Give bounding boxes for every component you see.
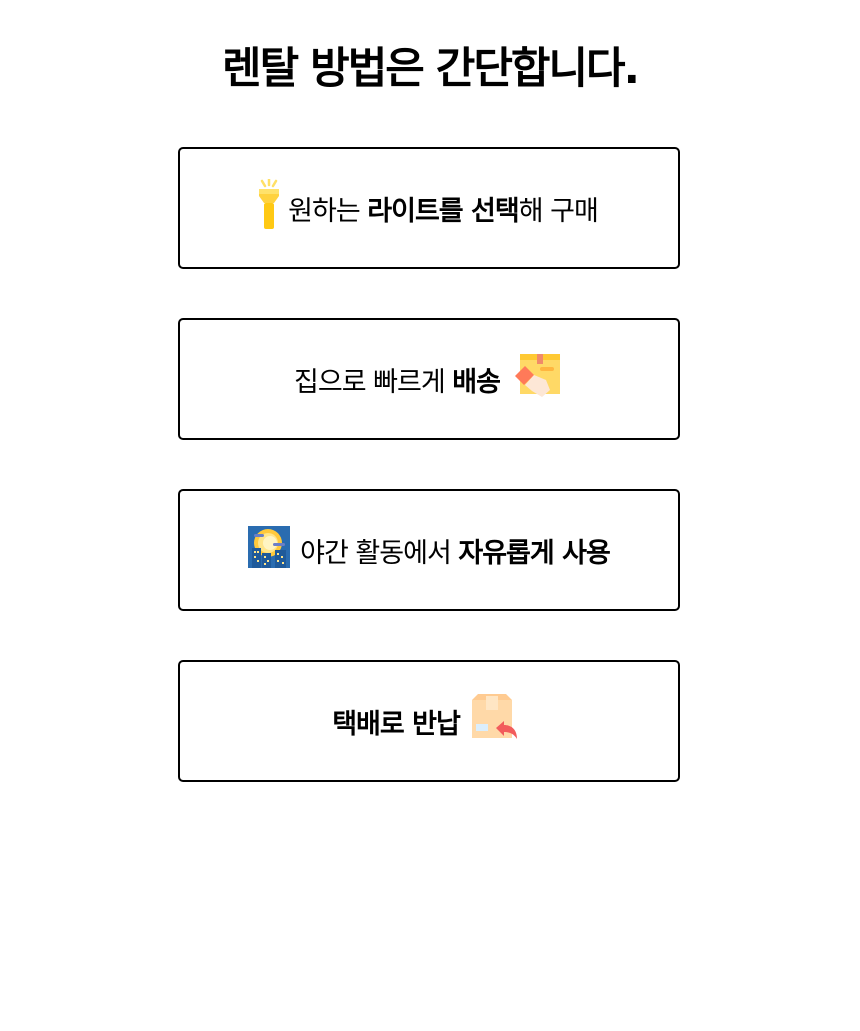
page-title: 렌탈 방법은 간단합니다.	[0, 39, 860, 102]
delivery-box-icon	[512, 350, 564, 409]
return-box-icon	[470, 693, 520, 749]
title-text-after: 합니다.	[510, 43, 640, 94]
flashlight-icon	[256, 177, 282, 238]
step-select-light: 원하는 라이트를 선택해 구매	[178, 147, 680, 269]
step-2-text: 집으로 빠르게 배송	[294, 366, 501, 398]
step-night-use: 야간 활동에서 자유롭게 사용	[178, 489, 680, 611]
title-text-before: 렌탈 방법은	[222, 43, 436, 94]
step-3-text: 야간 활동에서 자유롭게 사용	[300, 537, 611, 569]
title-highlight: 간단	[435, 39, 513, 102]
step-4-text: 택배로 반납	[332, 708, 461, 740]
step-1-text: 원하는 라이트를 선택해 구매	[288, 195, 599, 227]
step-return-by-courier: 택배로 반납	[178, 660, 680, 782]
night-city-icon	[248, 525, 291, 575]
step-fast-delivery: 집으로 빠르게 배송	[178, 318, 680, 440]
